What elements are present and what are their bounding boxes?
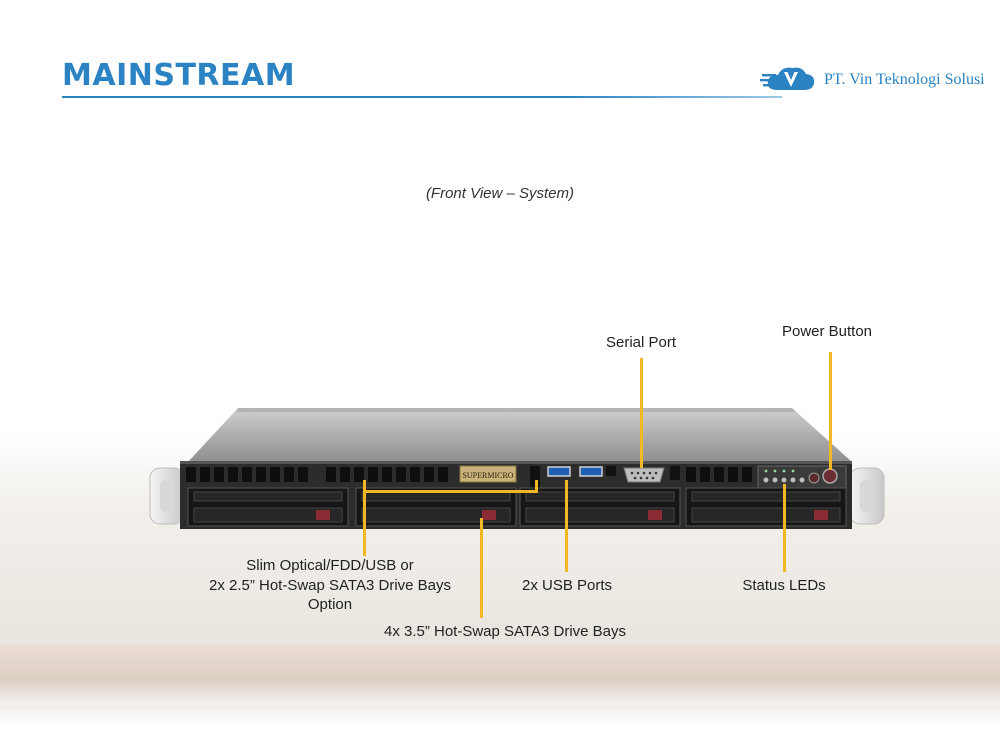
v-cloud-logo-icon (760, 67, 815, 90)
usb-port-2 (579, 466, 603, 477)
leader-lines (363, 352, 832, 618)
drive-bay-3 (519, 487, 681, 527)
callout-serial-port: Serial Port (605, 334, 677, 351)
slim-drive-bay (530, 466, 540, 488)
leader-slim-optical-v (363, 480, 366, 556)
callout-slim-optical-line1: Slim Optical/FDD/USB or (246, 557, 414, 574)
vent-grille (186, 467, 752, 482)
company-name: PT. Vin Teknologi Solusi (824, 71, 985, 88)
brand-plate (459, 465, 517, 483)
reset-button (808, 472, 820, 484)
power-button (822, 468, 838, 484)
background-shelf-edge (0, 645, 1000, 705)
leader-slim-optical-up (535, 480, 538, 493)
drive-bay-1 (187, 487, 349, 527)
leader-drive-bays (480, 518, 483, 618)
usb-port-1 (547, 466, 571, 477)
page-title: MAINSTREAM (62, 58, 296, 93)
chassis-top (188, 408, 852, 462)
leader-serial-port (640, 358, 643, 468)
callout-power-button: Power Button (781, 323, 873, 340)
title-divider (62, 96, 782, 98)
callout-drive-bays: 4x 3.5” Hot-Swap SATA3 Drive Bays (383, 623, 627, 640)
leader-status-leds (783, 484, 786, 572)
brand-plate-text: SUPERMICRO (462, 471, 513, 480)
leader-usb-ports (565, 480, 568, 572)
callout-usb-ports: 2x USB Ports (521, 577, 613, 594)
diagram-subtitle: (Front View – System) (425, 185, 575, 202)
status-led-group (763, 477, 805, 483)
leader-power-button (829, 352, 832, 470)
drive-bay-4 (685, 487, 847, 527)
callout-slim-optical-line2: 2x 2.5” Hot-Swap SATA3 Drive Bays (208, 577, 452, 594)
callout-slim-optical-line3: Option (307, 596, 353, 613)
leader-slim-optical-h (363, 490, 537, 493)
callout-status-leds: Status LEDs (742, 577, 826, 594)
company-logo: PT. Vin Teknologi Solusi (760, 62, 990, 98)
serial-port (623, 467, 665, 483)
drive-bay-2 (355, 487, 517, 527)
